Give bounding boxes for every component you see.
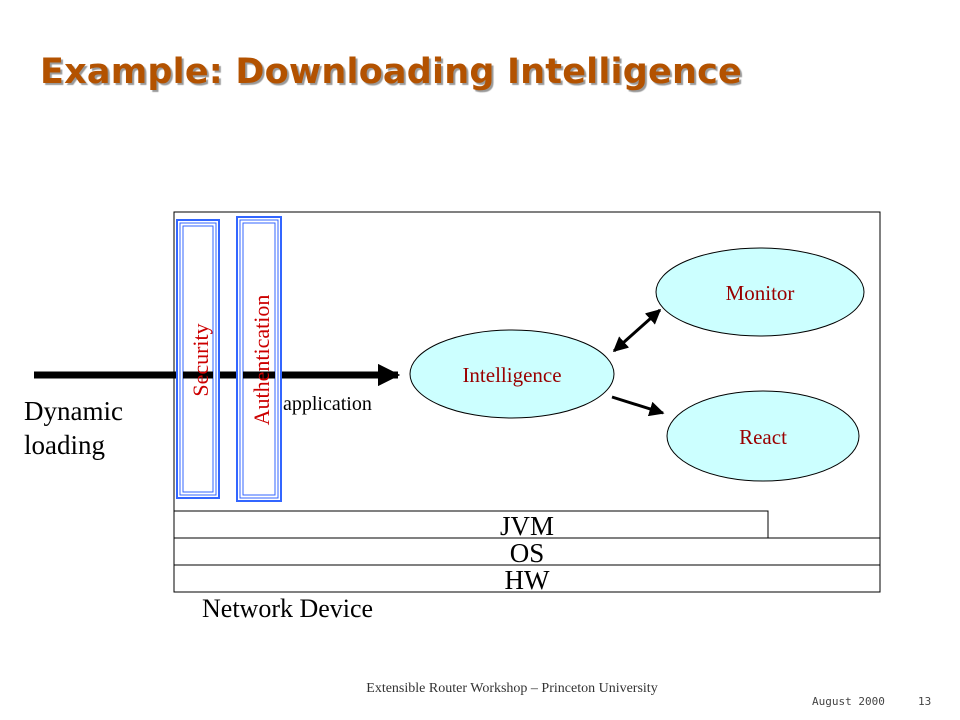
intelligence-monitor-arrow xyxy=(612,308,662,353)
authentication-bar: Authentication xyxy=(236,216,282,502)
slide-footer: Extensible Router Workshop – Princeton U… xyxy=(366,681,658,696)
jvm-layer xyxy=(173,510,769,539)
network-device-label: Network Device xyxy=(202,594,374,623)
hw-label: HW xyxy=(505,565,550,595)
security-bar: Security xyxy=(176,219,220,499)
hw-layer xyxy=(173,564,881,593)
monitor-node xyxy=(655,247,865,337)
os-layer xyxy=(173,537,881,566)
dynamic-loading-label: Dynamic loading xyxy=(24,394,123,462)
intelligence-react-arrow xyxy=(611,395,665,417)
slide-date: August 2000 xyxy=(812,695,885,708)
authentication-label: Authentication xyxy=(249,295,274,426)
intelligence-label: Intelligence xyxy=(462,363,561,387)
react-node xyxy=(666,390,860,482)
slide-page-number: 13 xyxy=(918,695,932,708)
react-label: React xyxy=(739,425,787,449)
dynamic-loading-line1: Dynamic xyxy=(24,396,123,426)
security-label: Security xyxy=(188,323,213,396)
dynamic-loading-line2: loading xyxy=(24,430,105,460)
os-label: OS xyxy=(510,538,545,568)
application-label: application xyxy=(283,393,372,415)
monitor-label: Monitor xyxy=(726,281,795,305)
intelligence-node xyxy=(409,329,615,419)
slide-title: Example: Downloading Intelligence xyxy=(40,52,742,92)
jvm-label: JVM xyxy=(500,511,554,541)
